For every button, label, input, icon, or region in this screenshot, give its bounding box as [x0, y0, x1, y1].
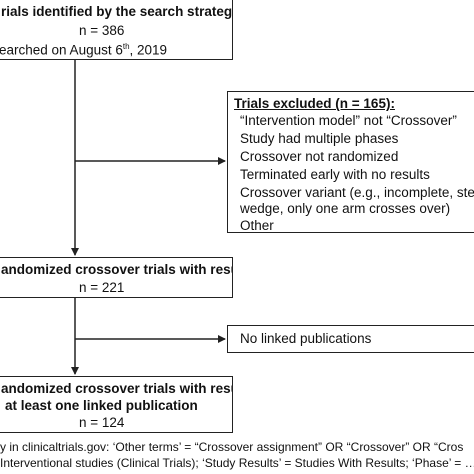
footnote-line2: Interventional studies (Clinical Trials)… [0, 456, 474, 470]
identified-trials-box: rials identified by the search strategy … [0, 0, 233, 60]
footnote-line1: y in clinicaltrials.gov: ‘Other terms’ =… [0, 440, 464, 454]
linked-publication-title-line2: at least one linked publication [5, 398, 198, 413]
exclusion-reason: Other [240, 218, 274, 233]
exclusion-reason: Crossover variant (e.g., incomplete, ste… [240, 185, 474, 200]
identified-trials-count: n = 386 [79, 23, 125, 38]
linked-publication-box: andomized crossover trials with results … [0, 376, 233, 433]
exclusion-reason: Terminated early with no results [240, 167, 430, 182]
exclusion-reason: “Intervention model” not “Crossover” [240, 113, 457, 128]
randomized-trials-box: andomized crossover trials with results … [0, 257, 233, 298]
linked-publication-title-line1: andomized crossover trials with results [1, 381, 233, 396]
no-linked-publications-box: No linked publications [227, 325, 474, 353]
exclusion-reason: wedge, only one arm crosses over) [240, 201, 451, 216]
no-linked-publications-label: No linked publications [240, 331, 372, 346]
linked-publication-count: n = 124 [79, 415, 125, 430]
identified-trials-title: rials identified by the search strategy [1, 4, 233, 19]
excluded-trials-box: Trials excluded (n = 165): “Intervention… [227, 91, 474, 233]
exclusion-reason: Study had multiple phases [240, 131, 399, 146]
randomized-trials-count: n = 221 [79, 280, 125, 295]
search-date: earched on August 6th, 2019 [0, 42, 168, 58]
exclusion-reason: Crossover not randomized [240, 149, 399, 164]
excluded-trials-title: Trials excluded (n = 165): [234, 96, 395, 111]
randomized-trials-title: andomized crossover trials with results [1, 262, 233, 277]
